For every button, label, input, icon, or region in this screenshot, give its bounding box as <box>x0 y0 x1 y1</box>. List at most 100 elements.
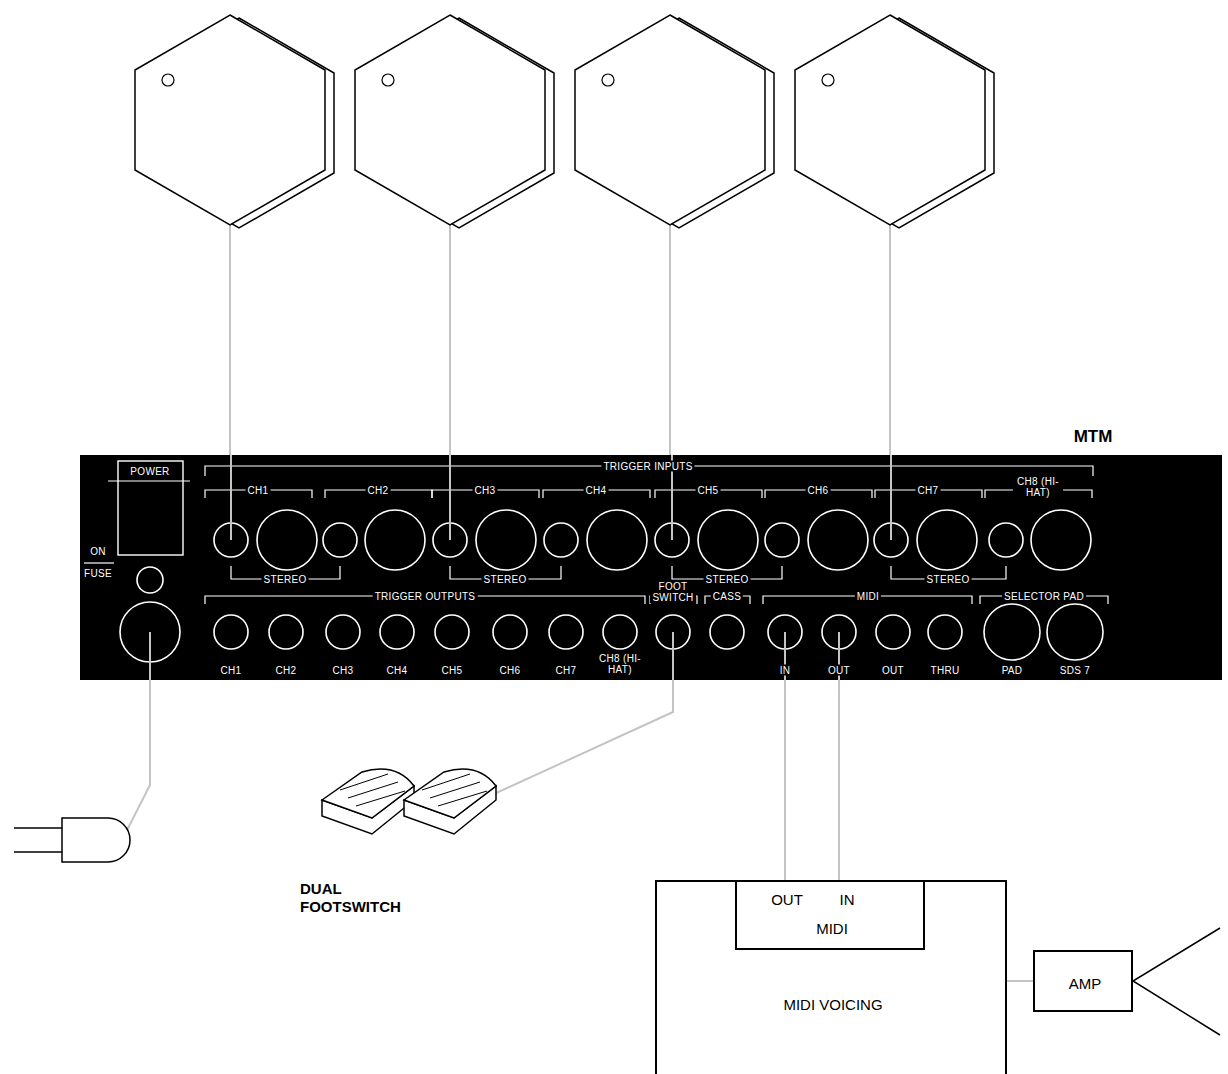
panel-marking: SDS 7 <box>1058 665 1092 676</box>
plug-prong <box>14 827 62 829</box>
pad-face <box>355 15 545 225</box>
panel-marking: STEREO <box>925 574 972 585</box>
midi-port-box: OUT IN MIDI <box>735 880 925 950</box>
amp-box: AMP <box>1033 950 1133 1012</box>
divider-line <box>108 480 190 481</box>
trigger-input-socket <box>257 510 317 570</box>
wire <box>230 455 232 540</box>
signal-cable <box>1007 980 1033 982</box>
panel-marking: STEREO <box>704 574 751 585</box>
selector-socket <box>984 604 1040 660</box>
trigger-input-socket <box>476 510 536 570</box>
wire <box>449 455 451 540</box>
footswitch-wire <box>470 675 673 805</box>
part-label: DUAL FOOTSWITCH <box>300 880 420 916</box>
panel-marking: CH5 <box>440 665 465 676</box>
panel-marking: CH6 <box>806 485 831 496</box>
output-jack <box>214 615 248 649</box>
panel-marking: OUT <box>826 665 852 676</box>
box-label: MIDI <box>816 920 848 937</box>
panel-marking: CH5 <box>696 485 721 496</box>
pad-hole <box>822 74 834 86</box>
output-jack <box>435 615 469 649</box>
trigger-pad <box>135 15 334 228</box>
device-name: MTM <box>1074 427 1113 447</box>
panel-marking: CH2 <box>366 485 391 496</box>
output-jack <box>380 615 414 649</box>
fuse-holder <box>137 567 163 593</box>
panel-marking: ON <box>88 546 108 557</box>
pedal-rib <box>438 791 487 806</box>
foot-pedal <box>322 769 414 834</box>
panel-marking: CH7 <box>916 485 941 496</box>
pad-face <box>575 15 765 225</box>
output-jack <box>928 615 962 649</box>
box-label: IN <box>840 891 855 908</box>
foot-pedal <box>404 769 496 834</box>
panel-marking: CH7 <box>554 665 579 676</box>
output-jack <box>876 615 910 649</box>
panel-marking: POWER <box>128 466 171 477</box>
panel-marking: THRU <box>929 665 962 676</box>
signal-cable <box>838 680 840 880</box>
pad-wire <box>669 225 671 460</box>
wire <box>890 455 892 540</box>
pad-face <box>795 15 985 225</box>
pad-hole <box>162 74 174 86</box>
trigger-input-socket <box>1031 510 1091 570</box>
panel-marking: OUT <box>880 665 906 676</box>
power-switch <box>118 461 183 555</box>
panel-marking: CASS <box>711 591 743 602</box>
trigger-input-jack <box>544 523 578 557</box>
panel-marking: CH4 <box>385 665 410 676</box>
plug-prong <box>14 851 62 853</box>
trigger-input-socket <box>365 510 425 570</box>
power-cord <box>122 675 150 840</box>
panel-marking: MIDI <box>855 591 881 602</box>
panel-marking: CH8 (HI-HAT) <box>595 653 645 675</box>
pad-wire <box>889 225 891 460</box>
pedal-top <box>404 769 496 818</box>
pad-hole <box>382 74 394 86</box>
trigger-pad <box>795 15 994 228</box>
box-label: MIDI VOICING <box>783 996 882 1013</box>
panel-marking: CH2 <box>274 665 299 676</box>
selector-socket <box>1047 604 1103 660</box>
trigger-input-socket <box>698 510 758 570</box>
pad-hole <box>602 74 614 86</box>
panel-marking: CH3 <box>473 485 498 496</box>
output-jack <box>710 615 744 649</box>
panel-marking: FOOT SWITCH <box>650 581 696 603</box>
panel-marking: CH3 <box>331 665 356 676</box>
output-jack <box>269 615 303 649</box>
panel-marking: TRIGGER INPUTS <box>601 461 694 472</box>
trigger-pad <box>355 15 554 228</box>
panel-marking: CH6 <box>498 665 523 676</box>
panel-marking: FUSE <box>82 568 114 579</box>
panel-marking: CH1 <box>246 485 271 496</box>
panel-marking: IN <box>778 665 793 676</box>
midi-voicing-box: OUT IN MIDI MIDI VOICING <box>655 880 1007 1074</box>
panel-marking: CH1 <box>219 665 244 676</box>
trigger-input-jack <box>323 523 357 557</box>
pad-wire <box>449 225 451 460</box>
pedal-top <box>322 769 414 818</box>
box-label: AMP <box>1069 975 1102 992</box>
divider-line <box>84 562 114 563</box>
speaker-cone <box>1133 928 1220 1035</box>
panel-marking: SELECTOR PAD <box>1002 591 1086 602</box>
wire <box>149 632 151 680</box>
panel-marking: TRIGGER OUTPUTS <box>373 591 478 602</box>
output-jack <box>326 615 360 649</box>
panel-marking: STEREO <box>262 574 309 585</box>
panel-marking: CH4 <box>584 485 609 496</box>
trigger-input-socket <box>917 510 977 570</box>
output-jack <box>493 615 527 649</box>
pad-face <box>135 15 325 225</box>
pedal-rib <box>356 791 405 806</box>
box-label: OUT <box>771 891 803 908</box>
wire <box>672 632 674 680</box>
trigger-input-jack <box>765 523 799 557</box>
output-jack <box>549 615 583 649</box>
